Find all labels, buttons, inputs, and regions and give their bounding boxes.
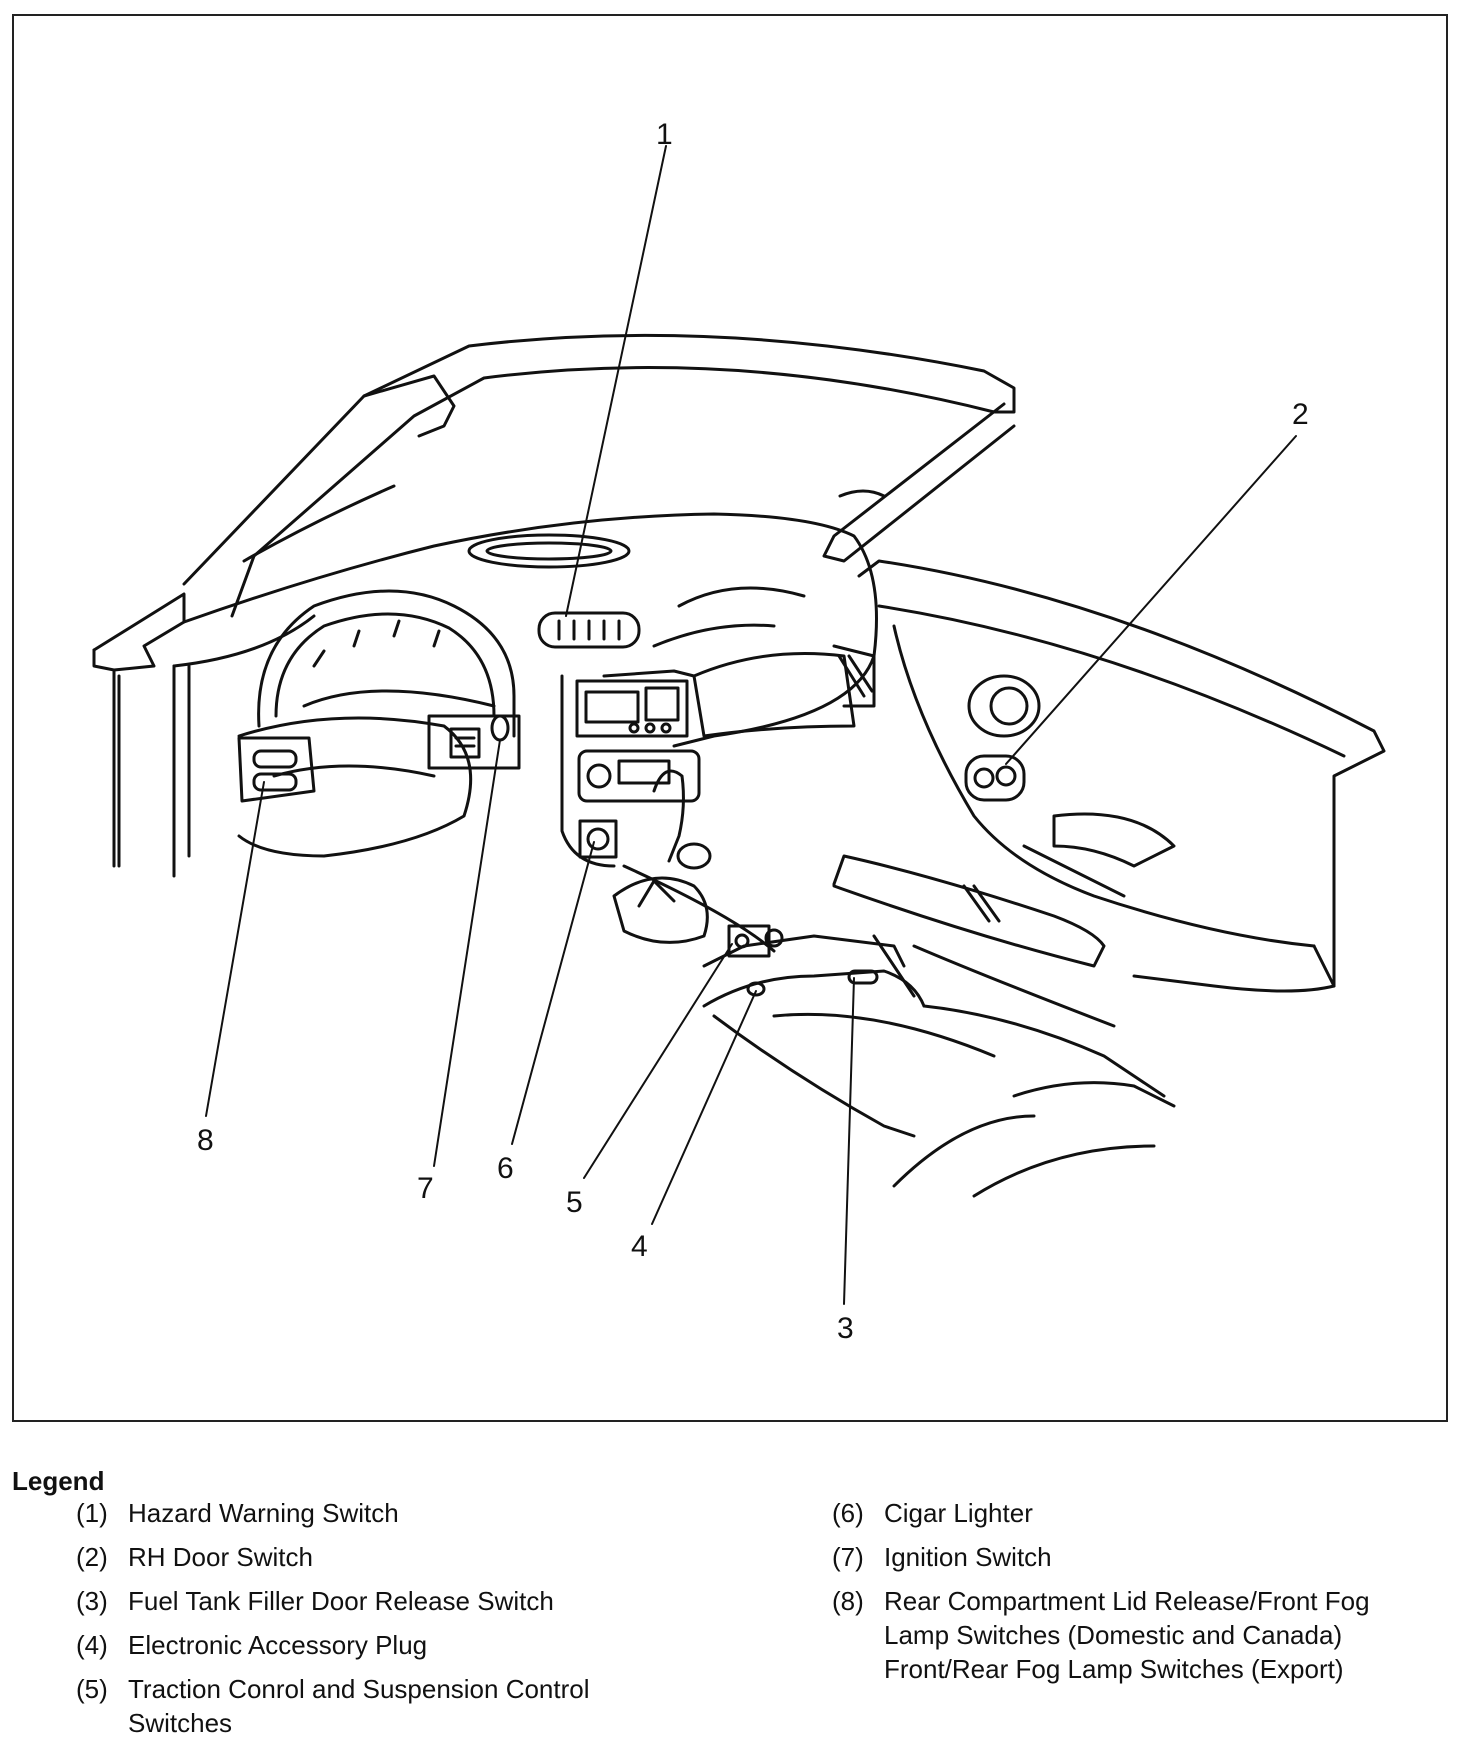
center-console (622, 864, 1176, 1198)
legend-item-text: Rear Compartment Lid Release/Front Fog L… (884, 1586, 1370, 1684)
callout-7: 7 (417, 1172, 434, 1205)
legend-item-number: (2) (76, 1542, 108, 1572)
callout-5: 5 (566, 1186, 583, 1219)
rh-door-switch (964, 754, 1026, 802)
left-switch-pod (237, 736, 316, 803)
figure-frame: 1 2 3 4 5 6 7 8 (12, 14, 1448, 1422)
center-stack (560, 669, 701, 868)
legend-item-text: RH Door Switch (128, 1542, 313, 1572)
interior-diagram: 1 2 3 4 5 6 7 8 (92, 118, 1386, 1345)
center-vent (537, 611, 641, 649)
legend-item-text: Ignition Switch (884, 1542, 1052, 1572)
legend-item-text: Cigar Lighter (884, 1498, 1033, 1528)
legend-item-number: (7) (832, 1542, 864, 1572)
legend-item-text: Electronic Accessory Plug (128, 1630, 428, 1660)
legend-item-text: Fuel Tank Filler Door Release Switch (128, 1586, 554, 1616)
passenger-door (857, 559, 1386, 993)
steering-wheel (237, 716, 473, 858)
legend-item-number: (4) (76, 1630, 108, 1660)
right-dash (692, 644, 876, 738)
callout-4: 4 (631, 1230, 648, 1263)
callout-2: 2 (1292, 398, 1309, 431)
callout-1: 1 (656, 118, 673, 151)
windshield-frame (182, 333, 1016, 618)
legend: Legend (1) Hazard Warning Switch (2) RH … (12, 1466, 1452, 1738)
callout-6: 6 (497, 1152, 514, 1185)
legend-item-number: (8) (832, 1586, 864, 1616)
legend-item-number: (1) (76, 1498, 108, 1528)
callout-labels: 1 2 3 4 5 6 7 8 (197, 118, 1309, 1345)
instrument-cluster (257, 589, 516, 738)
left-pillar (92, 592, 191, 878)
legend-item-number: (5) (76, 1674, 108, 1704)
legend-item-number: (6) (832, 1498, 864, 1528)
right-switch-pod (427, 714, 521, 770)
armrest (832, 854, 1106, 968)
dashboard (172, 512, 878, 748)
legend-item-number: (3) (76, 1586, 108, 1616)
callout-3: 3 (837, 1312, 854, 1345)
gear-shifter (612, 769, 712, 944)
legend-title: Legend (12, 1466, 105, 1496)
legend-item-text: Traction Conrol and Suspension Control S… (128, 1674, 590, 1738)
callout-8: 8 (197, 1124, 214, 1157)
legend-item-text: Hazard Warning Switch (128, 1498, 399, 1528)
leader-lines (205, 145, 1297, 1305)
